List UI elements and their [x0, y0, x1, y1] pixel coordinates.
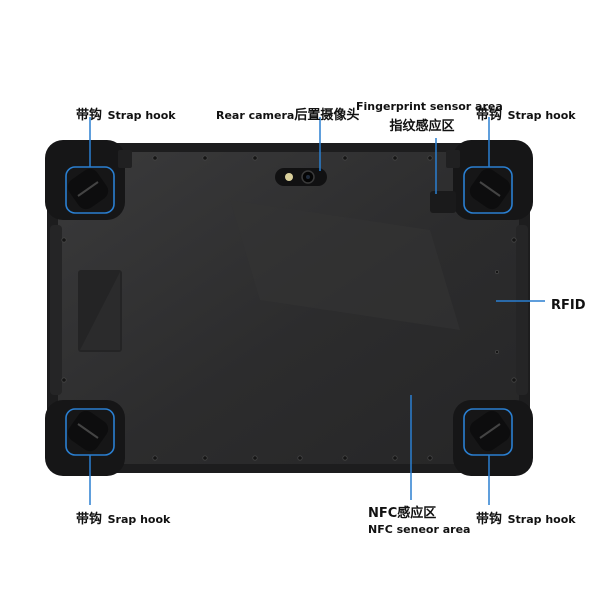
strap-hook-bottom-right-shape — [469, 410, 511, 452]
label-en: Strap hook — [507, 513, 576, 526]
label-strap-hook-bottom-left: 带钩 Srap hook — [76, 508, 170, 527]
label-cn: 带钩 — [76, 108, 103, 123]
label-fingerprint: Fingerprint sensor area 指纹感应区 — [356, 100, 503, 134]
label-en: Rear camera — [216, 109, 295, 122]
highlight-strap-top-right — [463, 166, 513, 214]
label-cn: 指纹感应区 — [389, 119, 455, 134]
label-en: Fingerprint sensor area — [356, 100, 503, 113]
highlight-strap-bottom-right — [463, 408, 513, 456]
screws — [61, 155, 517, 461]
label-nfc: NFC感应区 NFC seneor area — [368, 502, 470, 536]
label-en: NFC seneor area — [368, 523, 471, 536]
strap-hook-bottom-left-shape — [67, 410, 109, 452]
label-strap-hook-top-left: 带钩 Strap hook — [76, 104, 176, 123]
label-cn: 带钩 — [476, 512, 503, 527]
leader-lines — [89, 117, 545, 505]
label-cn: 带钩 — [76, 512, 103, 527]
right-rail — [516, 225, 528, 395]
label-en: RFID — [551, 298, 586, 313]
panel-facet — [230, 200, 460, 330]
label-cn: 带钩 — [476, 108, 503, 123]
fingerprint-sensor — [430, 191, 456, 213]
camera-module — [275, 168, 327, 186]
top-notch-left — [118, 150, 132, 168]
strap-hook-top-right-shape — [469, 168, 511, 210]
highlight-boxes — [65, 166, 513, 456]
flash-led — [285, 173, 293, 181]
top-notch-right — [446, 150, 460, 168]
label-strap-hook-top-right: 带钩 Strap hook — [476, 104, 576, 123]
label-en: Strap hook — [107, 109, 176, 122]
label-en: Srap hook — [107, 513, 171, 526]
label-rfid: RFID — [551, 294, 586, 313]
label-strap-hook-bottom-right: 带钩 Strap hook — [476, 508, 576, 527]
label-en: Strap hook — [507, 109, 576, 122]
left-rail — [50, 225, 62, 395]
label-cn: 后置摄像头 — [294, 108, 360, 123]
label-cn: NFC感应区 — [368, 506, 437, 521]
strap-hook-top-left-shape — [67, 168, 109, 210]
label-rear-camera: Rear camera后置摄像头 — [216, 104, 359, 123]
